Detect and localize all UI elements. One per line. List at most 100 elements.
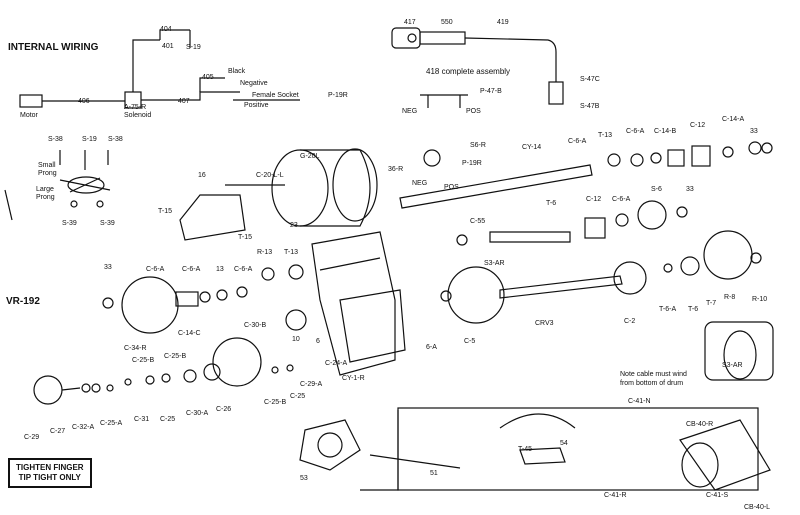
callout-419: 419: [497, 19, 509, 26]
callout-c6a6: C-6-A: [234, 266, 253, 273]
model-number: VR-192: [6, 296, 40, 307]
switch-part-s3: [299, 419, 361, 471]
callout-s6: S-6: [651, 186, 662, 193]
tighten-note: TIGHTEN FINGER TIP TIGHT ONLY: [8, 458, 92, 488]
callout-c12a: C-12: [690, 122, 706, 129]
callout-c31: C-31: [134, 416, 150, 423]
callout-c55: C-55: [470, 218, 486, 225]
wire-406: 406: [78, 98, 90, 105]
callout-c6a5: C-6-A: [182, 266, 201, 273]
plug-prongs: [59, 150, 111, 208]
callout-c25: C-25: [160, 416, 176, 423]
callout-t13b: T-13: [284, 249, 299, 256]
callout-s39a: S-39: [62, 220, 77, 227]
callout-l51: 51: [430, 470, 438, 477]
callout-l33b: 33: [686, 186, 694, 193]
callout-s6r: S6-R: [470, 142, 486, 149]
motor-assembly: [179, 148, 378, 241]
callout-c25a: C-25-A: [100, 420, 123, 427]
callout-s38b: S-38: [108, 136, 123, 143]
callout-550: 550: [441, 19, 453, 26]
callout-l6a: 6-A: [426, 344, 437, 351]
cable-note-line1: Note cable must wind: [620, 371, 687, 378]
callout-c29: C-29: [24, 434, 40, 441]
remote-cable-assembly: [391, 27, 564, 108]
callout-cy14: CY-14: [522, 144, 542, 151]
callout-s38a: S-38: [48, 136, 63, 143]
callout-c30a: C-30-A: [186, 410, 209, 417]
callout-c20ll: C-20-L-L: [256, 172, 284, 179]
callout-neg2: NEG: [412, 180, 428, 187]
callout-c26: C-26: [216, 406, 232, 413]
callout-c14b: C-14-B: [654, 128, 677, 135]
callout-large: Large: [36, 186, 54, 193]
wire-solenoid: Solenoid: [124, 112, 152, 119]
callout-crv3: CRV3: [535, 320, 554, 327]
wire-405: 405: [202, 74, 214, 81]
callout-p47b: P-47-B: [480, 88, 502, 95]
callout-s47c: S-47C: [580, 76, 600, 83]
handle-assembly: [33, 375, 114, 405]
callout-l33a: 33: [750, 128, 758, 135]
callout-t6b: T-6: [688, 306, 699, 313]
callout-prong2: Prong: [36, 194, 55, 201]
callout-c6a2: C-6-A: [626, 128, 645, 135]
callout-t7: T-7: [706, 300, 717, 307]
callout-c6a1: C-6-A: [568, 138, 587, 145]
callout-c27: C-27: [50, 428, 66, 435]
callout-s3ar: S3-AR: [484, 260, 505, 267]
callout-c41s: C-41-S: [706, 492, 729, 499]
callout-c2: C-2: [624, 318, 636, 325]
callout-l53: 53: [300, 475, 308, 482]
tighten-note-line1: TIGHTEN FINGER: [16, 463, 84, 472]
callout-c6a4: C-6-A: [146, 266, 165, 273]
callout-r13: R-13: [257, 249, 273, 256]
callout-cy1r: CY-1-R: [342, 375, 365, 382]
callout-g20l: G-20L: [300, 153, 320, 160]
callout-l16: 16: [198, 172, 206, 179]
callout-c41n: C-41-N: [628, 398, 651, 405]
wire-s19: S-19: [186, 44, 201, 51]
callout-t13a: T-13: [598, 132, 613, 139]
callout-s6r2: 36-R: [388, 166, 404, 173]
callout-neg1: NEG: [402, 108, 418, 115]
wire-401: 401: [162, 43, 174, 50]
wire-404: 404: [160, 26, 172, 33]
wire-black: Black: [228, 68, 246, 75]
callout-s39b: S-39: [100, 220, 115, 227]
callout-cb40r: CB-40-R: [686, 421, 714, 428]
callout-t6a: T-6-A: [659, 306, 677, 313]
wire-negative: Negative: [240, 80, 268, 87]
callout-prong1: Prong: [38, 170, 57, 177]
wire-positive: Positive: [244, 102, 269, 109]
tighten-note-line2: TIP TIGHT ONLY: [18, 473, 81, 482]
wire-p19r: P-19R: [328, 92, 348, 99]
callout-c30b: C-30-B: [244, 322, 267, 329]
wire-motor: Motor: [20, 112, 38, 119]
shaft-cy14: [399, 149, 593, 209]
cable-note-line2: from bottom of drum: [620, 380, 684, 387]
assembly-418-label: 418 complete assembly: [426, 67, 511, 76]
drum-and-shaft: [440, 230, 762, 324]
winch-frame: [311, 231, 406, 376]
callout-c25b3: C-25-B: [264, 399, 287, 406]
wiring-schematic: [19, 29, 300, 109]
callout-417: 417: [404, 19, 416, 26]
callout-t15a: T-15: [158, 208, 173, 215]
cable-inset: [704, 321, 774, 381]
callout-l23: 23: [290, 222, 298, 229]
callout-c25b1: C-25-B: [132, 357, 155, 364]
callout-c12b: C-12: [586, 196, 602, 203]
callout-t6: T-6: [546, 200, 557, 207]
wire-female-socket: Female Socket: [252, 92, 299, 99]
callout-pos2: POS: [444, 184, 459, 191]
callout-t45: T-45: [518, 446, 533, 453]
callout-r10: R-10: [752, 296, 768, 303]
callout-c29a: C-29-A: [300, 381, 323, 388]
callout-p19rb: P-19R: [462, 160, 482, 167]
callout-s19b: S-19: [82, 136, 97, 143]
callout-s3ar2: S3-AR: [722, 362, 743, 369]
callout-r8: R-8: [724, 294, 736, 301]
callout-c41r: C-41-R: [604, 492, 627, 499]
